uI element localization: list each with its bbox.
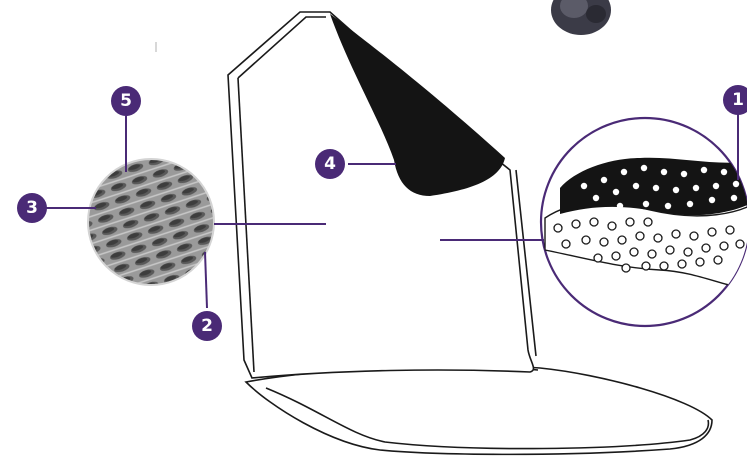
callout-label-3: 3 — [26, 198, 38, 218]
mesh-detail-circle — [87, 158, 215, 286]
black-foam-cells — [580, 164, 746, 210]
callout-badge-5: 5 — [111, 86, 141, 116]
background-smudge — [155, 42, 157, 52]
callout-badge-4: 4 — [315, 149, 345, 179]
callout-label-5: 5 — [120, 91, 132, 111]
white-foam-cells — [553, 217, 745, 273]
leader-lines — [46, 114, 739, 309]
leader-line-2 — [204, 251, 208, 309]
callout-label-2: 2 — [201, 316, 213, 336]
seat-cushion — [244, 364, 713, 456]
headrest-foam — [330, 14, 505, 196]
backrest — [227, 11, 537, 379]
callout-badge-1: 1 — [723, 85, 747, 115]
callout-badge-3: 3 — [17, 193, 47, 223]
foam-detail-circle — [539, 116, 747, 328]
callout-label-1: 1 — [732, 90, 744, 110]
callout-badge-2: 2 — [192, 311, 222, 341]
caster-wheel — [551, 0, 611, 35]
callout-label-4: 4 — [324, 154, 336, 174]
